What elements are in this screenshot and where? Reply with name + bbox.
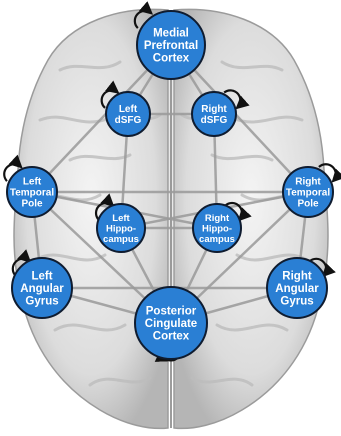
node-label-rdsfg: Right (201, 104, 227, 115)
node-label-ldsfg: Left (119, 104, 138, 115)
node-label-pcc: Cingulate (145, 318, 197, 330)
node-label-ltp: Left (23, 177, 42, 188)
node-label-rtp: Pole (297, 199, 319, 210)
node-label-rtp: Right (295, 177, 321, 188)
node-label-rhip: Right (205, 213, 230, 224)
node-label-mpfc: Medial (153, 27, 189, 39)
node-label-rhip: Hippo- (202, 223, 232, 234)
node-label-rdsfg: dSFG (201, 115, 228, 126)
node-label-ldsfg: dSFG (115, 115, 142, 126)
node-label-rag: Right (282, 270, 312, 282)
node-label-pcc: Posterior (146, 305, 197, 317)
node-label-mpfc: Cortex (153, 53, 190, 65)
node-label-lag: Angular (20, 283, 64, 295)
node-label-lag: Left (31, 270, 52, 282)
node-label-rtp: Temporal (286, 188, 330, 199)
node-label-lag: Gyrus (25, 296, 58, 308)
node-label-ltp: Temporal (10, 188, 54, 199)
node-label-rhip: campus (199, 234, 235, 245)
node-label-lhip: Left (112, 213, 130, 224)
node-label-lhip: Hippo- (106, 223, 136, 234)
node-label-ltp: Pole (21, 199, 43, 210)
node-label-rag: Angular (275, 283, 319, 295)
node-label-rag: Gyrus (280, 296, 313, 308)
node-label-mpfc: Prefrontal (144, 40, 198, 52)
node-label-pcc: Cortex (153, 331, 190, 343)
node-label-lhip: campus (103, 234, 139, 245)
